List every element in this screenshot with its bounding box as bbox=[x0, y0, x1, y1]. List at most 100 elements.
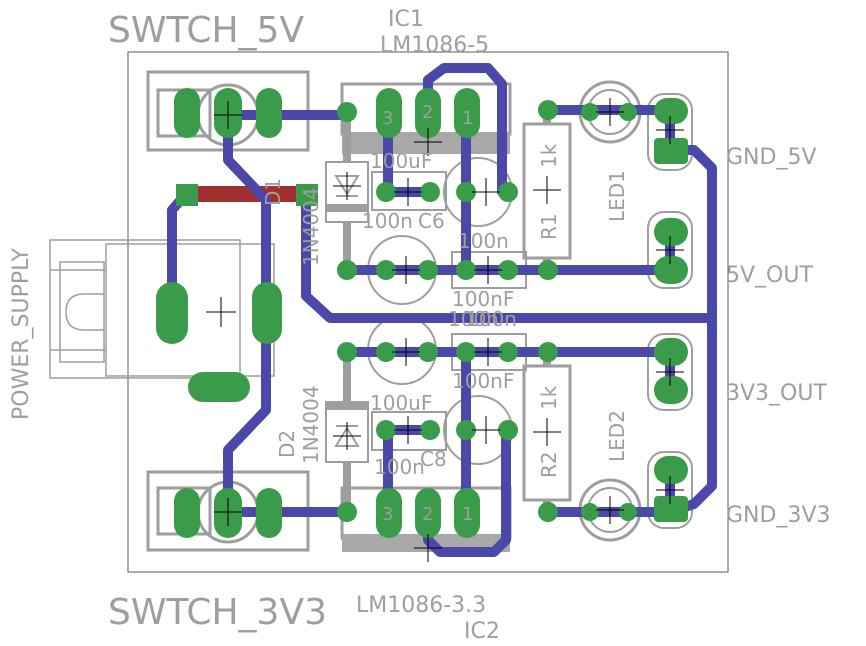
labels: SWTCH_5V SWTCH_3V3 IC1 LM1086-5 LM1086-3… bbox=[9, 7, 831, 644]
power-jack-plug bbox=[65, 293, 104, 331]
label-cap-100nf-a: 100nF bbox=[452, 287, 514, 311]
label-c8: C8 bbox=[420, 447, 447, 471]
d1-pad-square bbox=[296, 184, 318, 206]
label-led1: LED1 bbox=[605, 170, 629, 222]
cross-r2 bbox=[533, 418, 561, 446]
ic1-pad-2 bbox=[415, 88, 441, 138]
cross-c4 bbox=[394, 416, 422, 444]
cross-ce4 bbox=[472, 416, 500, 444]
pad-ce4a bbox=[456, 420, 476, 440]
pad-d2-bot bbox=[337, 502, 357, 522]
label-ic1-pin1: 1 bbox=[462, 108, 473, 129]
sw1-pad-c bbox=[256, 88, 282, 138]
cross-c3 bbox=[474, 338, 502, 366]
gnd5-pad-a bbox=[654, 98, 688, 124]
d1-band bbox=[326, 204, 368, 212]
label-ic2-ref: IC2 bbox=[464, 619, 500, 644]
label-ic1-ref: IC1 bbox=[388, 7, 424, 32]
cross-gnd5 bbox=[656, 116, 684, 144]
pad-led2-b bbox=[619, 503, 637, 521]
pad-c1a bbox=[376, 182, 396, 202]
pad-c2a bbox=[456, 260, 476, 280]
label-power-supply: POWER_SUPPLY bbox=[9, 248, 34, 420]
ic2-pad-1 bbox=[454, 488, 480, 538]
label-cap-100n-a: 100n bbox=[362, 209, 413, 233]
label-ic2-pin3: 3 bbox=[382, 504, 393, 525]
gnd5-ring bbox=[647, 93, 693, 171]
pad-led1-b bbox=[619, 103, 637, 121]
pad-c3a bbox=[456, 342, 476, 362]
trace-ic1-loop bbox=[423, 63, 507, 197]
pad-led1-a bbox=[581, 103, 599, 121]
pad-c3b bbox=[498, 342, 518, 362]
pad-ce1b bbox=[498, 182, 518, 202]
cross-c2 bbox=[474, 256, 502, 284]
out5-pad-b bbox=[654, 256, 688, 284]
cross-d2 bbox=[333, 422, 361, 450]
label-r2-ref: R2 bbox=[537, 451, 561, 478]
label-ic2-val: LM1086-3.3 bbox=[356, 593, 486, 618]
label-ic2-pin2: 2 bbox=[422, 504, 433, 525]
gnd33-pad-b bbox=[654, 496, 688, 522]
cross-out33 bbox=[656, 358, 684, 386]
label-out33: 3V3_OUT bbox=[726, 381, 827, 406]
label-out5: 5V_OUT bbox=[726, 263, 813, 288]
cross-ic1 bbox=[414, 128, 442, 156]
pad-r2-top bbox=[538, 342, 558, 362]
out33-pad-b bbox=[654, 376, 688, 404]
pad-r2-bot bbox=[538, 502, 558, 522]
cross-led1 bbox=[596, 98, 624, 126]
label-led2: LED2 bbox=[605, 410, 629, 462]
sw1-pad-a bbox=[174, 88, 200, 138]
pwr-pad-top-square bbox=[176, 184, 198, 206]
cross-c1 bbox=[394, 178, 422, 206]
out33-ring bbox=[647, 333, 693, 411]
sw2-pad-c bbox=[256, 488, 282, 538]
cross-d1 bbox=[333, 172, 361, 200]
label-cap-100uf-top: 100uF bbox=[370, 149, 432, 173]
label-ic2-pin1: 1 bbox=[462, 504, 473, 525]
power-jack-inner bbox=[105, 243, 275, 377]
out5-pad-a bbox=[654, 218, 688, 246]
label-c6: C6 bbox=[418, 209, 445, 233]
pad-c4b bbox=[420, 420, 440, 440]
pwr-pad-bottom bbox=[188, 372, 250, 402]
power-jack-body bbox=[59, 261, 105, 363]
label-ic1-pin3: 3 bbox=[382, 108, 393, 129]
label-cap-100nf-b: 100nF bbox=[452, 369, 514, 393]
cross-pwr bbox=[206, 297, 236, 327]
label-cap-100n-b: 100n bbox=[458, 229, 509, 253]
label-cap-100n-e: 100n bbox=[374, 455, 425, 479]
label-ic1-pin2: 2 bbox=[422, 102, 433, 123]
label-cap-100n-d: 100n bbox=[466, 307, 517, 331]
label-d1-val: 1N4004 bbox=[299, 187, 323, 266]
gnd33-ring bbox=[647, 451, 693, 529]
out5-ring bbox=[647, 211, 693, 289]
pad-c2b bbox=[498, 260, 518, 280]
pad-ce2a bbox=[376, 260, 396, 280]
label-gnd5: GND_5V bbox=[726, 145, 817, 170]
pad-ce2b bbox=[418, 260, 438, 280]
sw2-pad-a bbox=[174, 488, 200, 538]
trace-pwr-sw2 bbox=[223, 293, 271, 517]
label-d2-val: 1N4004 bbox=[299, 385, 323, 464]
cross-ce1 bbox=[472, 178, 500, 206]
gnd33-pad-a bbox=[654, 456, 688, 484]
pad-ce1a bbox=[456, 182, 476, 202]
pad-d1-top bbox=[337, 102, 357, 122]
pad-d1-bot bbox=[337, 260, 357, 280]
label-gnd33: GND_3V3 bbox=[726, 503, 831, 528]
pad-c4a bbox=[376, 420, 396, 440]
ic1-pad-1 bbox=[454, 88, 480, 138]
trace-gnd-main bbox=[301, 189, 711, 323]
cross-ic2 bbox=[414, 534, 442, 562]
cross-ce2 bbox=[392, 256, 420, 284]
label-ic1-val: LM1086-5 bbox=[380, 33, 489, 58]
pad-ce3b bbox=[418, 342, 438, 362]
cross-sw1 bbox=[214, 101, 242, 129]
pwr-pad-right bbox=[252, 282, 282, 344]
cap-box-1 bbox=[371, 171, 447, 211]
cross-ce3 bbox=[392, 338, 420, 366]
label-d2-ref: D2 bbox=[275, 430, 299, 458]
ic1-pad-3 bbox=[376, 88, 402, 138]
